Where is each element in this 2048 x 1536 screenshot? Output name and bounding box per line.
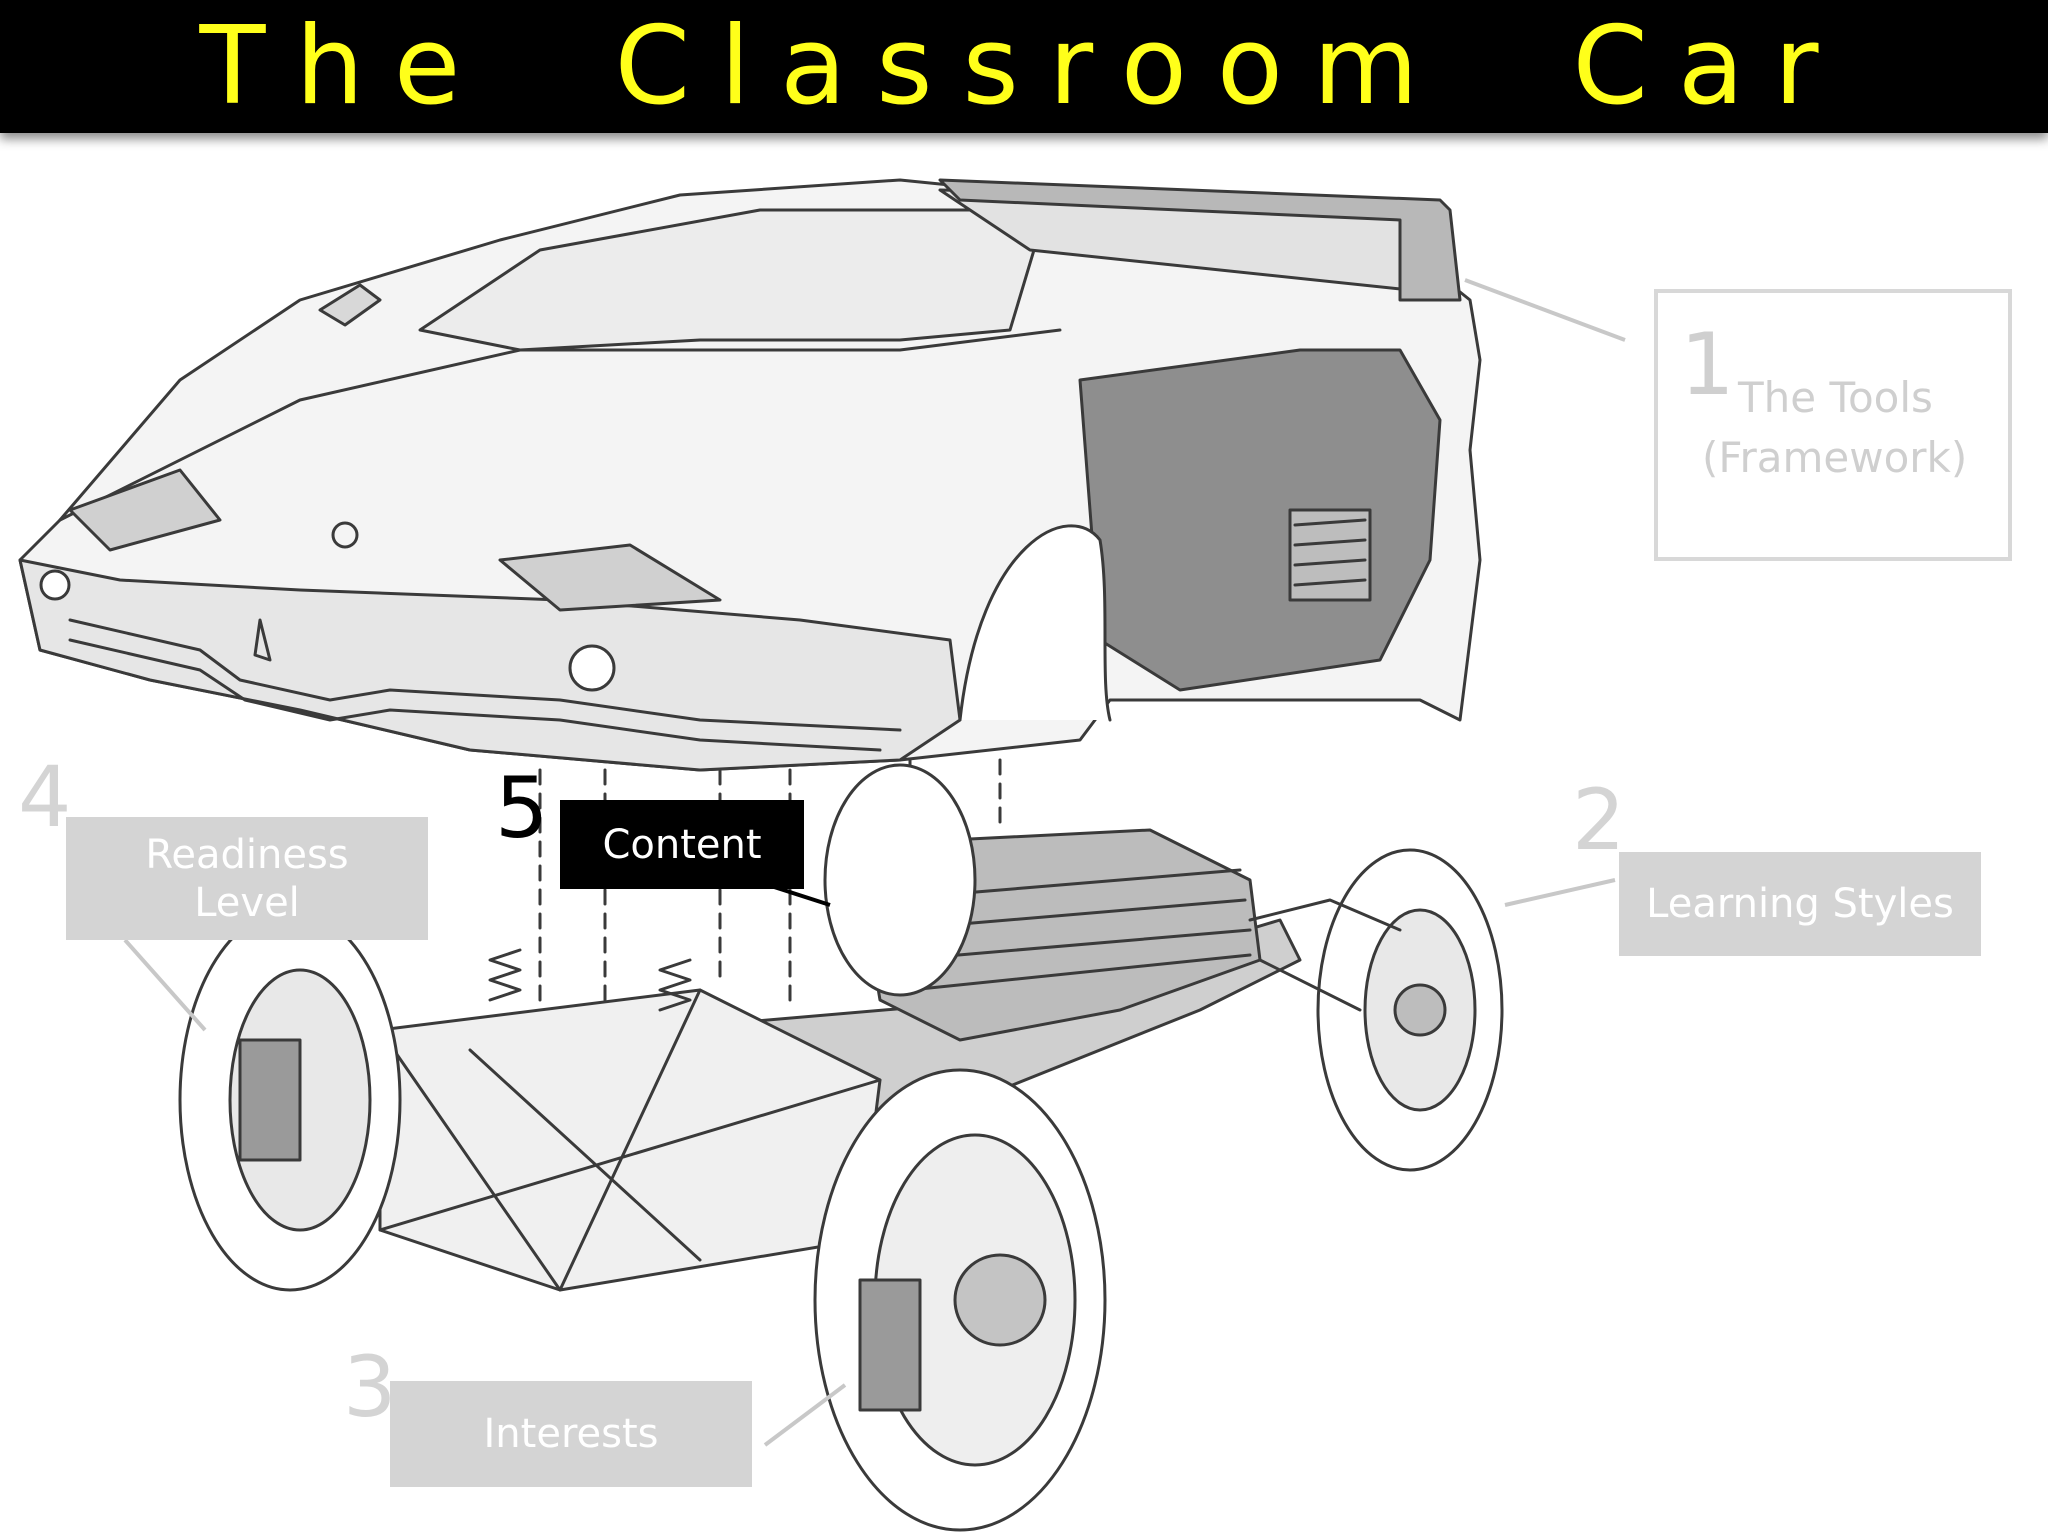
callout-1-line1: The Tools [1738,373,1933,422]
callout-4-label-line2: Level [194,879,300,926]
leader-line-1 [1464,278,1626,342]
callout-2-number: 2 [1572,771,1626,869]
callout-5-label: Content [602,821,762,868]
callout-leader-lines [123,278,1626,1447]
leader-line-2 [1504,878,1616,907]
callout-5-number: 5 [495,759,549,857]
callout-1-number: 1 [1680,315,1735,415]
car-body [18,178,1482,772]
slide-title: The Classroom Car [199,3,1849,129]
callout-1-line2: (Framework) [1702,433,1968,482]
callout-3-number: 3 [343,1338,397,1436]
car-chassis [178,758,1504,1532]
callout-4-box: Readiness Level [66,817,428,940]
leader-line-3 [763,1383,847,1447]
callout-3-box: Interests [390,1381,752,1487]
car-illustration [18,178,1626,1532]
callout-3-label: Interests [483,1411,659,1457]
title-bar: The Classroom Car [0,0,2048,133]
callout-1-box [1654,289,2012,561]
callout-2-box: Learning Styles [1619,852,1981,956]
leader-line-4 [123,938,207,1032]
callout-2-label: Learning Styles [1646,881,1954,927]
callout-4-label-line1: Readiness [145,831,349,878]
callout-4-number: 4 [18,748,72,846]
callout-5-box: Content [560,800,804,889]
